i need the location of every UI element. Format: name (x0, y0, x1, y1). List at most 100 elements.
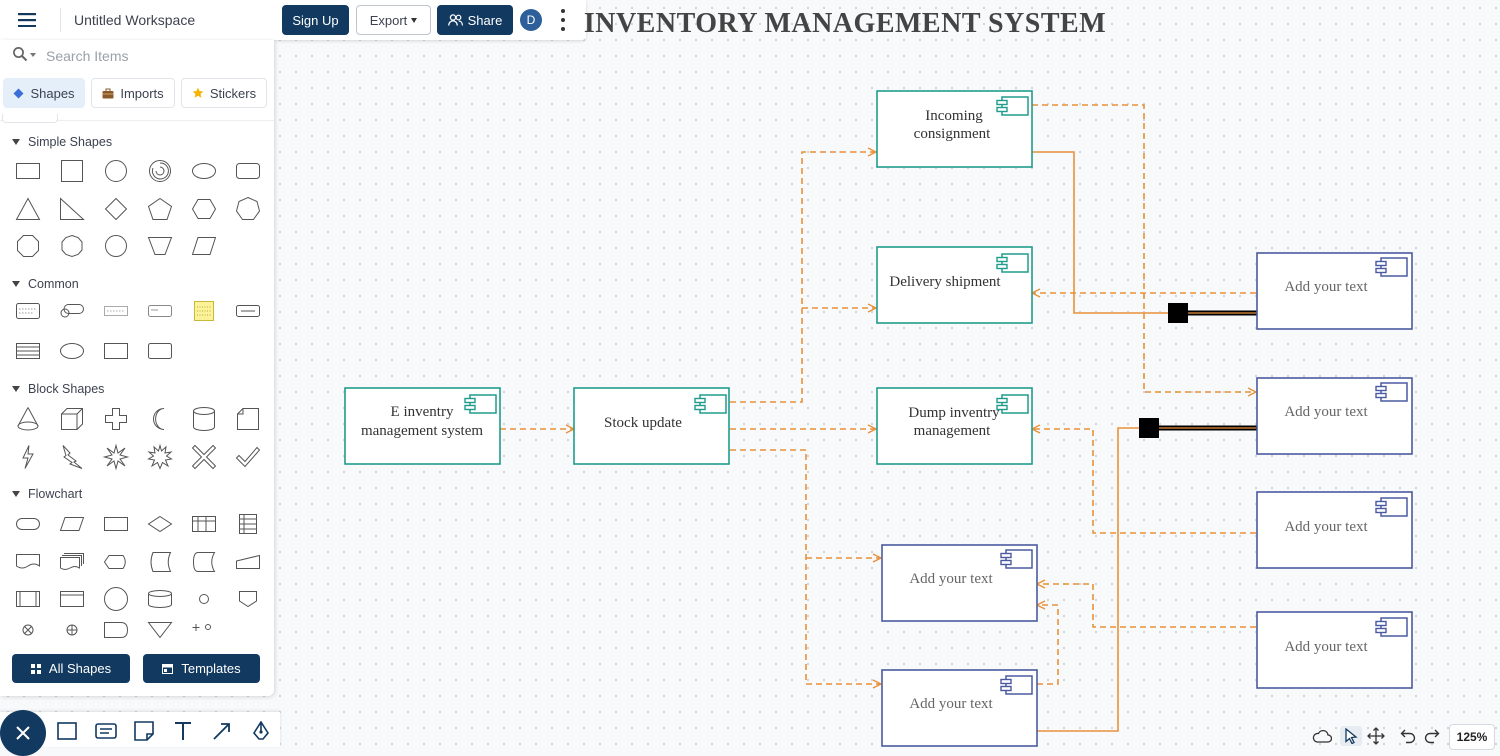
square-shape-icon[interactable] (54, 156, 90, 186)
hexagon-shape-icon[interactable] (186, 194, 222, 224)
right-triangle-shape-icon[interactable] (54, 194, 90, 224)
moon-shape-icon[interactable] (142, 404, 178, 434)
multi-document-shape-icon[interactable] (54, 547, 90, 577)
workspace-title[interactable]: Untitled Workspace (74, 12, 196, 28)
zoom-level[interactable]: 125% (1449, 724, 1495, 750)
summing-junction-shape-icon[interactable] (10, 622, 46, 638)
all-shapes-button[interactable]: All Shapes (12, 654, 130, 683)
templates-button[interactable]: Templates (143, 654, 260, 683)
rectangle-tool-icon[interactable] (54, 718, 80, 744)
table-shape-icon[interactable] (10, 336, 46, 366)
text-tool-icon[interactable] (170, 718, 196, 744)
diagram-title[interactable]: INVENTORY MANAGEMENT SYSTEM (583, 8, 1107, 39)
sticky-note-shape-icon[interactable] (186, 296, 222, 326)
merge-shape-icon[interactable] (142, 622, 178, 638)
list-shape-icon[interactable] (230, 509, 266, 539)
lightning-shape-icon[interactable] (10, 442, 46, 472)
explosion-shape-icon[interactable] (98, 442, 134, 472)
dodecagon-shape-icon[interactable] (98, 231, 134, 261)
internal-storage-shape-icon[interactable] (186, 509, 222, 539)
redo-icon[interactable] (1421, 726, 1443, 746)
delay-shape-icon[interactable] (186, 547, 222, 577)
banner-shape-icon[interactable] (230, 296, 266, 326)
cube-shape-icon[interactable] (54, 404, 90, 434)
burst-shape-icon[interactable] (142, 442, 178, 472)
card-window-shape-icon[interactable] (54, 584, 90, 614)
close-icon[interactable] (0, 710, 46, 756)
tape-shape-icon[interactable] (98, 622, 134, 638)
tab-shapes[interactable]: Shapes (3, 78, 85, 108)
trapezoid-shape-icon[interactable] (142, 231, 178, 261)
share-button[interactable]: Share (437, 5, 513, 35)
node-e-inventory[interactable]: E inventry management system (344, 387, 501, 465)
document-shape-icon[interactable] (10, 547, 46, 577)
cylinder-shape-icon[interactable] (186, 404, 222, 434)
display-shape-icon[interactable] (98, 547, 134, 577)
checkmark-shape-icon[interactable] (230, 442, 266, 472)
circle-shape-icon[interactable] (98, 156, 134, 186)
node-incoming-consignment[interactable]: Incoming consignment (876, 90, 1033, 168)
node-add-text-right-1[interactable]: Add your text (1256, 252, 1413, 330)
node-dump-inventory[interactable]: Dump inventry management (876, 387, 1033, 465)
decision-shape-icon[interactable] (142, 509, 178, 539)
search-input[interactable] (44, 44, 258, 68)
tag-shape-icon[interactable] (54, 296, 90, 326)
node-delivery-shipment[interactable]: Delivery shipment (876, 246, 1033, 324)
predefined-process-shape-icon[interactable] (10, 584, 46, 614)
card-shape-icon[interactable] (142, 336, 178, 366)
tab-stickers[interactable]: Stickers (181, 78, 267, 108)
stored-data-shape-icon[interactable] (142, 547, 178, 577)
rectangle-shape-icon[interactable] (10, 156, 46, 186)
or-shape-icon[interactable] (54, 622, 90, 638)
ellipse-shape-icon[interactable] (186, 156, 222, 186)
oval-shape-icon[interactable] (54, 336, 90, 366)
frame-shape-icon[interactable] (98, 336, 134, 366)
x-shape-icon[interactable] (186, 442, 222, 472)
more-options-icon[interactable] (556, 9, 570, 31)
pointer-icon[interactable] (1340, 726, 1362, 746)
folded-corner-shape-icon[interactable] (230, 404, 266, 434)
avatar[interactable]: D (520, 9, 542, 31)
connectors[interactable] (500, 104, 1256, 732)
database-shape-icon[interactable] (142, 584, 178, 614)
small-circle-shape-icon[interactable] (186, 584, 222, 614)
node-add-text-1[interactable]: Add your text (881, 544, 1038, 622)
sign-up-button[interactable]: Sign Up (282, 5, 349, 35)
node-stock-update[interactable]: Stock update (573, 387, 730, 465)
chevron-down-icon[interactable] (30, 53, 36, 57)
terminator-shape-icon[interactable] (10, 509, 46, 539)
section-common[interactable]: Common (12, 277, 79, 291)
pentagon-shape-icon[interactable] (142, 194, 178, 224)
cloud-icon[interactable] (1311, 726, 1333, 746)
section-simple-shapes[interactable]: Simple Shapes (12, 135, 112, 149)
triangle-shape-icon[interactable] (10, 194, 46, 224)
sticky-note-tool-icon[interactable] (131, 718, 157, 744)
pen-tool-icon[interactable] (248, 718, 274, 744)
process-shape-icon[interactable] (98, 509, 134, 539)
label-shape-icon[interactable] (142, 296, 178, 326)
diamond-shape-icon[interactable] (98, 194, 134, 224)
tab-imports[interactable]: Imports (91, 78, 175, 108)
annotation-shape-icon[interactable] (186, 622, 222, 638)
spiral-shape-icon[interactable] (142, 156, 178, 186)
parallelogram-shape-icon[interactable] (186, 231, 222, 261)
link-bars[interactable] (1139, 303, 1262, 438)
octagon-shape-icon[interactable] (10, 231, 46, 261)
cross-shape-icon[interactable] (98, 404, 134, 434)
data-shape-icon[interactable] (54, 509, 90, 539)
cone-shape-icon[interactable] (10, 404, 46, 434)
hamburger-menu-icon[interactable] (8, 6, 46, 34)
connector-circle-shape-icon[interactable] (98, 584, 134, 614)
node-add-text-right-2[interactable]: Add your text (1256, 377, 1413, 455)
off-page-shape-icon[interactable] (230, 584, 266, 614)
text-box-tool-icon[interactable] (93, 718, 119, 744)
lightning-bolt-shape-icon[interactable] (54, 442, 90, 472)
section-block-shapes[interactable]: Block Shapes (12, 382, 104, 396)
arrow-tool-icon[interactable] (209, 718, 235, 744)
node-add-text-right-4[interactable]: Add your text (1256, 611, 1413, 689)
heptagon-shape-icon[interactable] (230, 194, 266, 224)
text-block-shape-icon[interactable] (10, 296, 46, 326)
node-add-text-2[interactable]: Add your text (881, 669, 1038, 747)
undo-icon[interactable] (1397, 726, 1419, 746)
